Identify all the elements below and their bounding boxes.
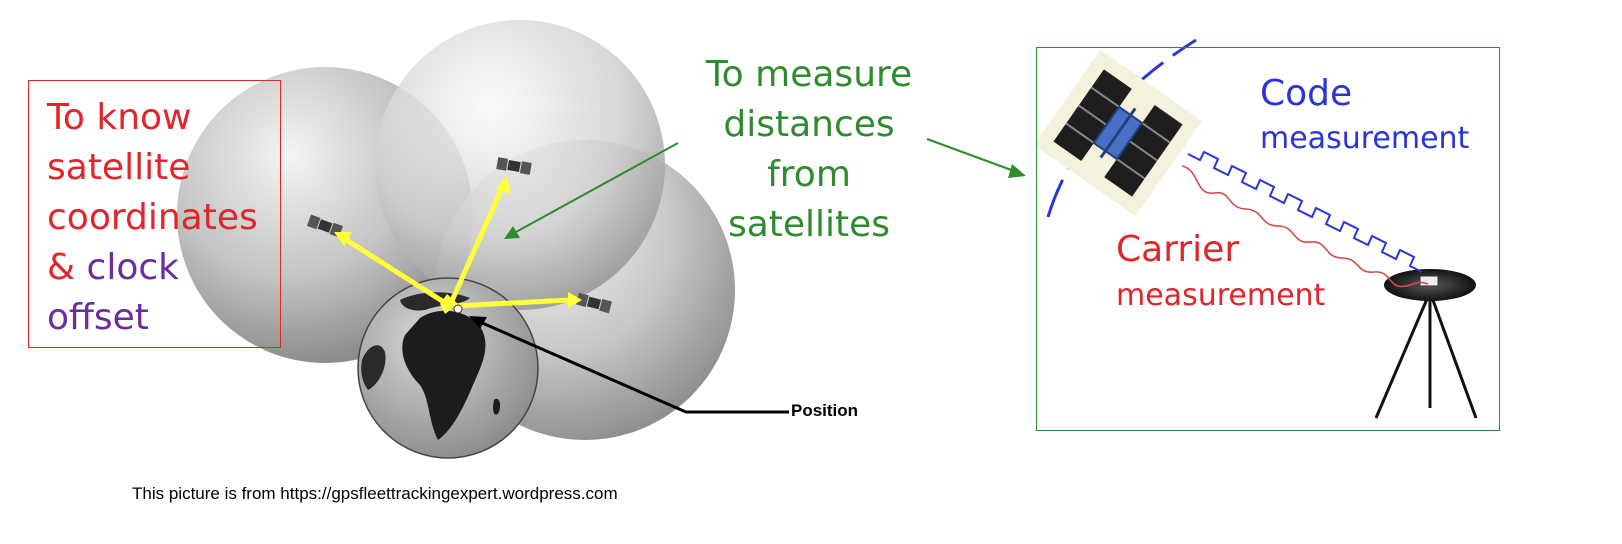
caption-line: from bbox=[767, 154, 851, 195]
ampersand-text: & bbox=[47, 247, 76, 288]
ranging-spheres bbox=[177, 20, 735, 440]
satellite-info-box: To know satellite coordinates & clock of… bbox=[28, 80, 281, 348]
caption-line: To know bbox=[47, 97, 192, 138]
caption-line: offset bbox=[47, 297, 149, 338]
earth-globe bbox=[357, 277, 539, 459]
satellite-icon bbox=[496, 157, 532, 175]
orbit-arc bbox=[1046, 38, 1197, 218]
receiver-antenna-icon bbox=[1374, 269, 1478, 419]
measurement-panel bbox=[1036, 47, 1500, 431]
satellite-icon bbox=[576, 292, 612, 314]
caption-line: distances bbox=[723, 104, 895, 145]
africa-landmass bbox=[402, 310, 486, 440]
clock-text: clock bbox=[86, 247, 179, 288]
panel-satellite-icon bbox=[1033, 49, 1203, 217]
measurement-illustration bbox=[1033, 38, 1478, 419]
carrier-title: Carrier bbox=[1116, 229, 1240, 270]
caption-line: satellite bbox=[47, 147, 191, 188]
caption-line: satellites bbox=[727, 204, 891, 245]
position-label: Position bbox=[791, 401, 859, 420]
caption-line: To measure bbox=[705, 54, 913, 95]
source-note: This picture is from https://gpsfleettra… bbox=[132, 484, 618, 503]
code-subtitle: measurement bbox=[1260, 121, 1470, 156]
caption-line: coordinates bbox=[47, 197, 258, 238]
position-point bbox=[453, 304, 463, 314]
code-wave bbox=[1187, 150, 1423, 273]
code-title: Code bbox=[1260, 73, 1353, 114]
range-arrows bbox=[334, 176, 582, 314]
green-panel-arrow bbox=[926, 138, 1026, 178]
carrier-wave bbox=[1181, 165, 1429, 288]
measure-distances-caption: To measure distances from satellites bbox=[684, 50, 934, 250]
west-landmass bbox=[361, 345, 386, 390]
position-pointer-arrow bbox=[469, 316, 789, 414]
green-pointer-arrow bbox=[504, 142, 679, 239]
madagascar-landmass bbox=[493, 398, 501, 415]
carrier-subtitle: measurement bbox=[1116, 278, 1326, 313]
caption-line: & clock bbox=[47, 243, 179, 293]
